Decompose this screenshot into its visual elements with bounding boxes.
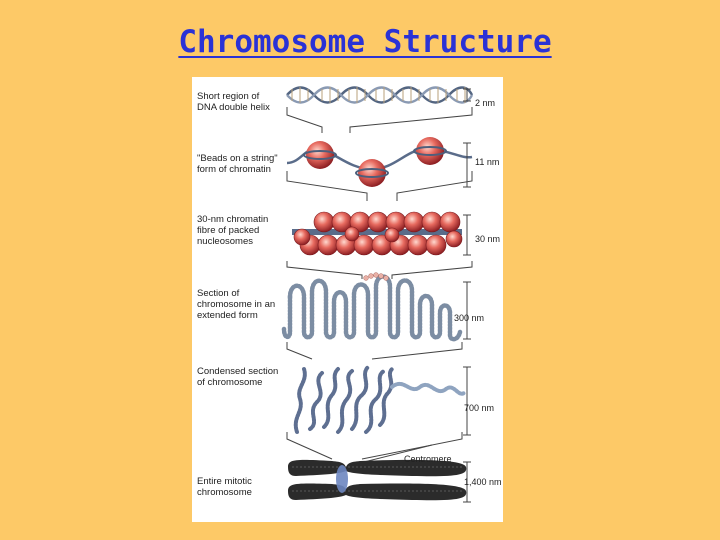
level-label-dna-helix: Short region of DNA double helix: [197, 91, 270, 113]
measure-11nm: 11 nm: [475, 157, 500, 167]
mitotic-chromosome: [288, 459, 467, 501]
beads-on-string: [286, 137, 473, 187]
page-title: Chromosome Structure: [178, 24, 552, 60]
level-label-beads-on-string: "Beads on a string" form of chromatin: [197, 153, 278, 175]
measure-700nm: 700 nm: [464, 403, 495, 413]
level-label-mitotic-chromosome: Entire mitotic chromosome: [197, 476, 252, 498]
level-label-condensed-section: Condensed section of chromosome: [197, 366, 279, 388]
level-label-extended-chromosome: Section of chromosome in an extended for…: [197, 288, 276, 321]
measure-2nm: 2 nm: [475, 98, 496, 108]
measurement-brackets: [463, 88, 471, 503]
measure-30nm: 30 nm: [475, 234, 501, 244]
condensed-chromosome-section: [293, 365, 466, 434]
extended-chromosome: [281, 274, 463, 342]
nucleosome-chain: [363, 272, 389, 281]
diagram-graphics: [281, 86, 474, 503]
measure-300nm: 300 nm: [454, 313, 485, 323]
dna-double-helix: [286, 86, 474, 104]
measure-1400nm: 1,400 nm: [464, 477, 502, 487]
connector-lines: [286, 107, 473, 466]
level-label-chromatin-fibre: 30-nm chromatin fibre of packed nucleoso…: [197, 214, 269, 247]
chromatin-fibre: [292, 211, 463, 256]
diagram-panel: Short region of DNA double helix "Beads …: [192, 77, 503, 522]
centromere-label: Centromere: [404, 454, 452, 464]
